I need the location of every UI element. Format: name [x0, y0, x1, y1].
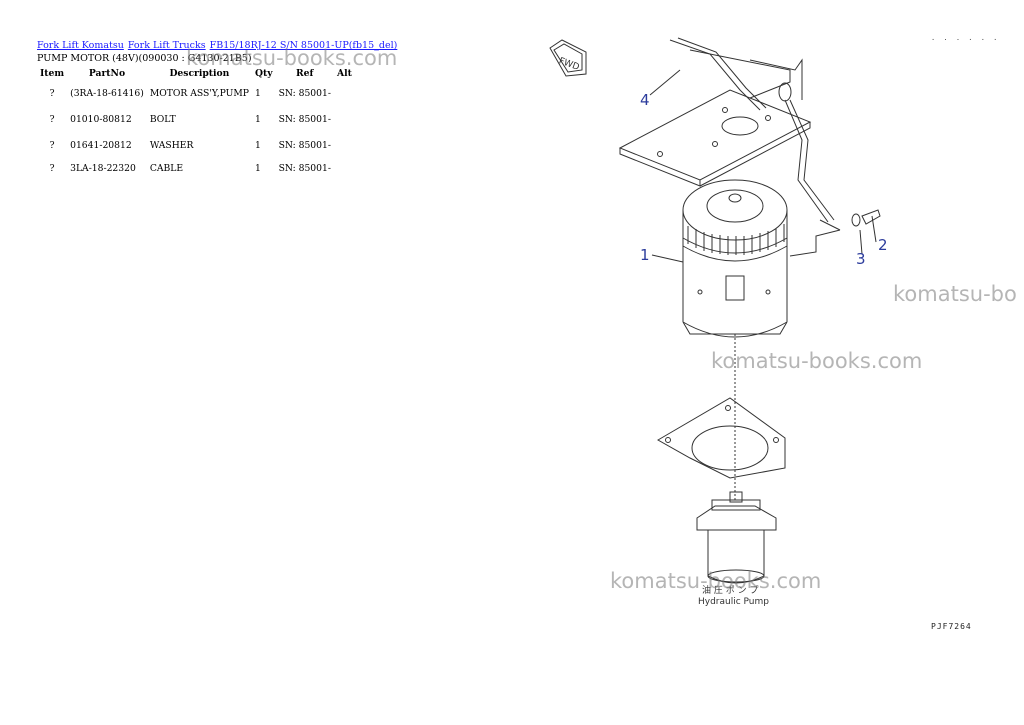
cell-alt [334, 106, 355, 132]
drawing-code: PJF7264 [931, 622, 972, 631]
cell-ref: SN: 85001- [278, 163, 331, 174]
cell-qty: 1 [255, 87, 261, 99]
breadcrumb-link-forklift-trucks[interactable]: Fork Lift Trucks [127, 40, 206, 51]
cell-item: ? [49, 87, 55, 99]
page-title: PUMP MOTOR (48V)(090030 : G4130-21B5) [37, 53, 252, 64]
cell-qty: 1 [255, 113, 261, 125]
cell-description: MOTOR ASS'Y,PUMP [149, 87, 249, 99]
table-row: ? 01641-20812 WASHER 1 SN: 85001- [37, 132, 355, 158]
table-row: ? 3LA-18-22320 CABLE 1 SN: 85001- [37, 158, 355, 179]
cell-alt [334, 80, 355, 106]
table-header-row: Item PartNo Description Qty Ref Alt [37, 66, 355, 80]
cell-ref: SN: 85001- [278, 139, 331, 151]
cell-qty: 1 [255, 139, 261, 151]
cell-item: ? [49, 163, 55, 174]
header-qty: Qty [255, 67, 273, 79]
cell-partno: 3LA-18-22320 [70, 163, 136, 174]
cell-description: BOLT [149, 113, 176, 125]
cell-partno: 01010-80812 [70, 113, 132, 125]
cell-ref: SN: 85001- [278, 113, 331, 125]
callout-2: 2 [878, 236, 888, 254]
top-marks: . . . . . . [931, 34, 1000, 42]
cell-description: WASHER [149, 139, 194, 151]
parts-table: Item PartNo Description Qty Ref Alt ? (3… [37, 66, 355, 179]
cell-ref: SN: 85001- [278, 87, 331, 99]
breadcrumb-link-forklift-komatsu[interactable]: Fork Lift Komatsu [37, 40, 124, 51]
cell-alt [334, 158, 355, 179]
cell-partno: 01641-20812 [70, 139, 132, 151]
callout-1: 1 [640, 246, 650, 264]
header-ref: Ref [296, 67, 314, 79]
fwd-label: FWD [557, 56, 580, 73]
callout-4: 4 [640, 91, 650, 109]
header-description: Description [169, 67, 230, 79]
cell-qty: 1 [255, 163, 261, 174]
cell-partno: (3RA-18-61416) [70, 87, 144, 99]
cell-description: CABLE [149, 163, 184, 174]
table-row: ? (3RA-18-61416) MOTOR ASS'Y,PUMP 1 SN: … [37, 80, 355, 106]
header-item: Item [40, 67, 65, 79]
pump-label-jp: 油 圧 ポ ン プ [702, 584, 758, 596]
cell-item: ? [49, 139, 55, 151]
header-partno: PartNo [88, 67, 126, 79]
cell-alt [334, 132, 355, 158]
table-row: ? 01010-80812 BOLT 1 SN: 85001- [37, 106, 355, 132]
header-alt: Alt [336, 67, 352, 79]
parts-diagram: FWD 4 1 2 3 油 圧 ポ ン プ Hydraulic Pump [549, 37, 888, 607]
cell-item: ? [49, 113, 55, 125]
pump-label-en: Hydraulic Pump [698, 597, 769, 607]
breadcrumb-link-model[interactable]: FB15/18RJ-12 S/N 85001-UP(fb15_del) [209, 40, 398, 51]
callout-3: 3 [856, 250, 866, 268]
fwd-arrow-icon [549, 39, 587, 77]
diagram-linework [549, 37, 881, 584]
